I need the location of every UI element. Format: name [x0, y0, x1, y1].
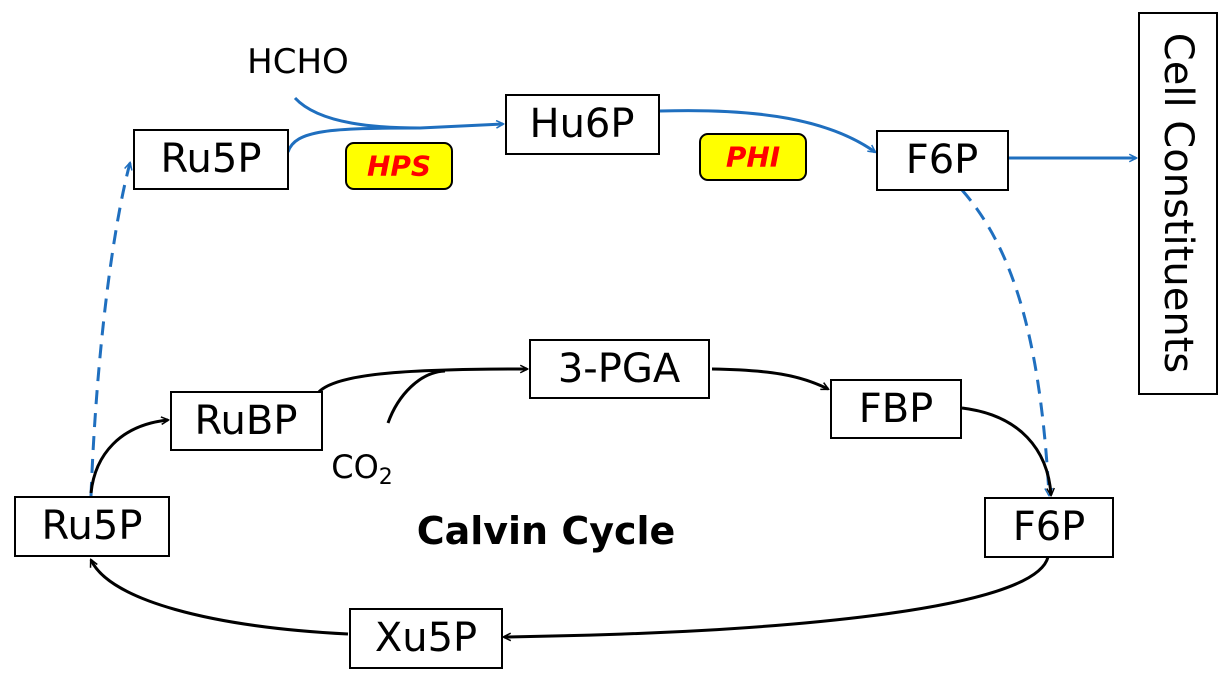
co2-label: CO2	[331, 448, 393, 490]
ru5p-to-hu6p-arrow	[286, 124, 503, 153]
rubp-box: RuBP	[170, 391, 323, 451]
f6p-lower-box: F6P	[984, 497, 1114, 558]
hu6p-to-f6p-arrow	[659, 109, 875, 152]
svg-text:PHI: PHI	[726, 141, 780, 174]
ru5p-lower-to-ru5p-upper-dashed-arrow	[89, 163, 130, 497]
svg-text:FBP: FBP	[859, 386, 934, 432]
hcho-label: HCHO	[247, 42, 349, 82]
svg-text:Ru5P: Ru5P	[42, 503, 143, 549]
fbp-box: FBP	[830, 379, 962, 439]
co2-label-text: CO	[331, 448, 379, 486]
svg-text:Ru5P: Ru5P	[161, 136, 262, 182]
hu6p-box: Hu6P	[505, 94, 660, 155]
svg-text:Hu6P: Hu6P	[530, 101, 635, 147]
rubp-to-3pga-arrow	[316, 369, 527, 395]
co2-input-arrow	[386, 369, 446, 424]
svg-text:F6P: F6P	[1013, 504, 1086, 550]
hcho-to-hu6p-arrow	[293, 96, 421, 130]
3pga-box: 3-PGA	[529, 339, 710, 399]
xu5p-box: Xu5P	[349, 608, 503, 669]
hps-enzyme-badge: HPS	[345, 142, 453, 190]
svg-text:Xu5P: Xu5P	[375, 615, 477, 661]
calvin-cycle-title: Calvin Cycle	[417, 509, 676, 553]
f6p-to-xu5p-arrow	[504, 556, 1050, 637]
f6p-upper-box: F6P	[876, 130, 1009, 191]
xu5p-to-ru5p-arrow	[89, 560, 349, 636]
fbp-to-f6p-arrow	[961, 406, 1051, 495]
ru5p-lower-box: Ru5P	[14, 496, 170, 557]
svg-text:RuBP: RuBP	[195, 398, 298, 444]
svg-text:3-PGA: 3-PGA	[558, 346, 681, 392]
cell-constituents-box: Cell Constituents	[1138, 12, 1218, 395]
co2-subscript: 2	[379, 465, 393, 490]
svg-text:F6P: F6P	[906, 137, 979, 183]
svg-text:Cell Constituents: Cell Constituents	[1155, 33, 1201, 373]
ru5p-to-rubp-arrow	[89, 420, 168, 494]
3pga-to-fbp-arrow	[711, 367, 828, 391]
f6p-upper-to-f6p-lower-dashed-arrow	[960, 189, 1049, 495]
phi-enzyme-badge: PHI	[699, 133, 807, 181]
svg-text:HPS: HPS	[367, 150, 431, 183]
ru5p-upper-box: Ru5P	[133, 129, 289, 190]
